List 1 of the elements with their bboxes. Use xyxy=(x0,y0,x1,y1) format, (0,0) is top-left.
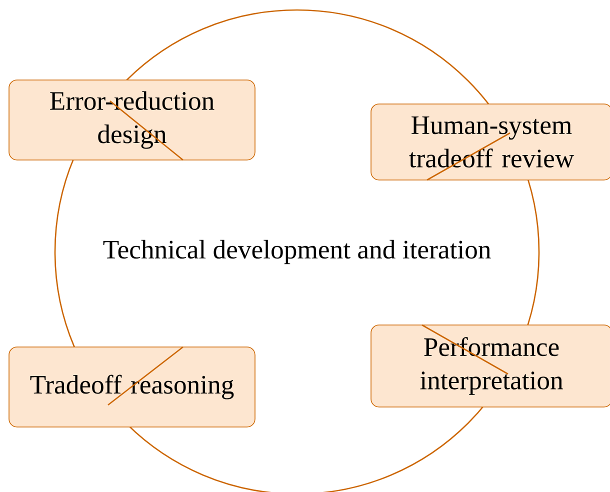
process-box: Tradeoff reasoning xyxy=(8,346,256,428)
